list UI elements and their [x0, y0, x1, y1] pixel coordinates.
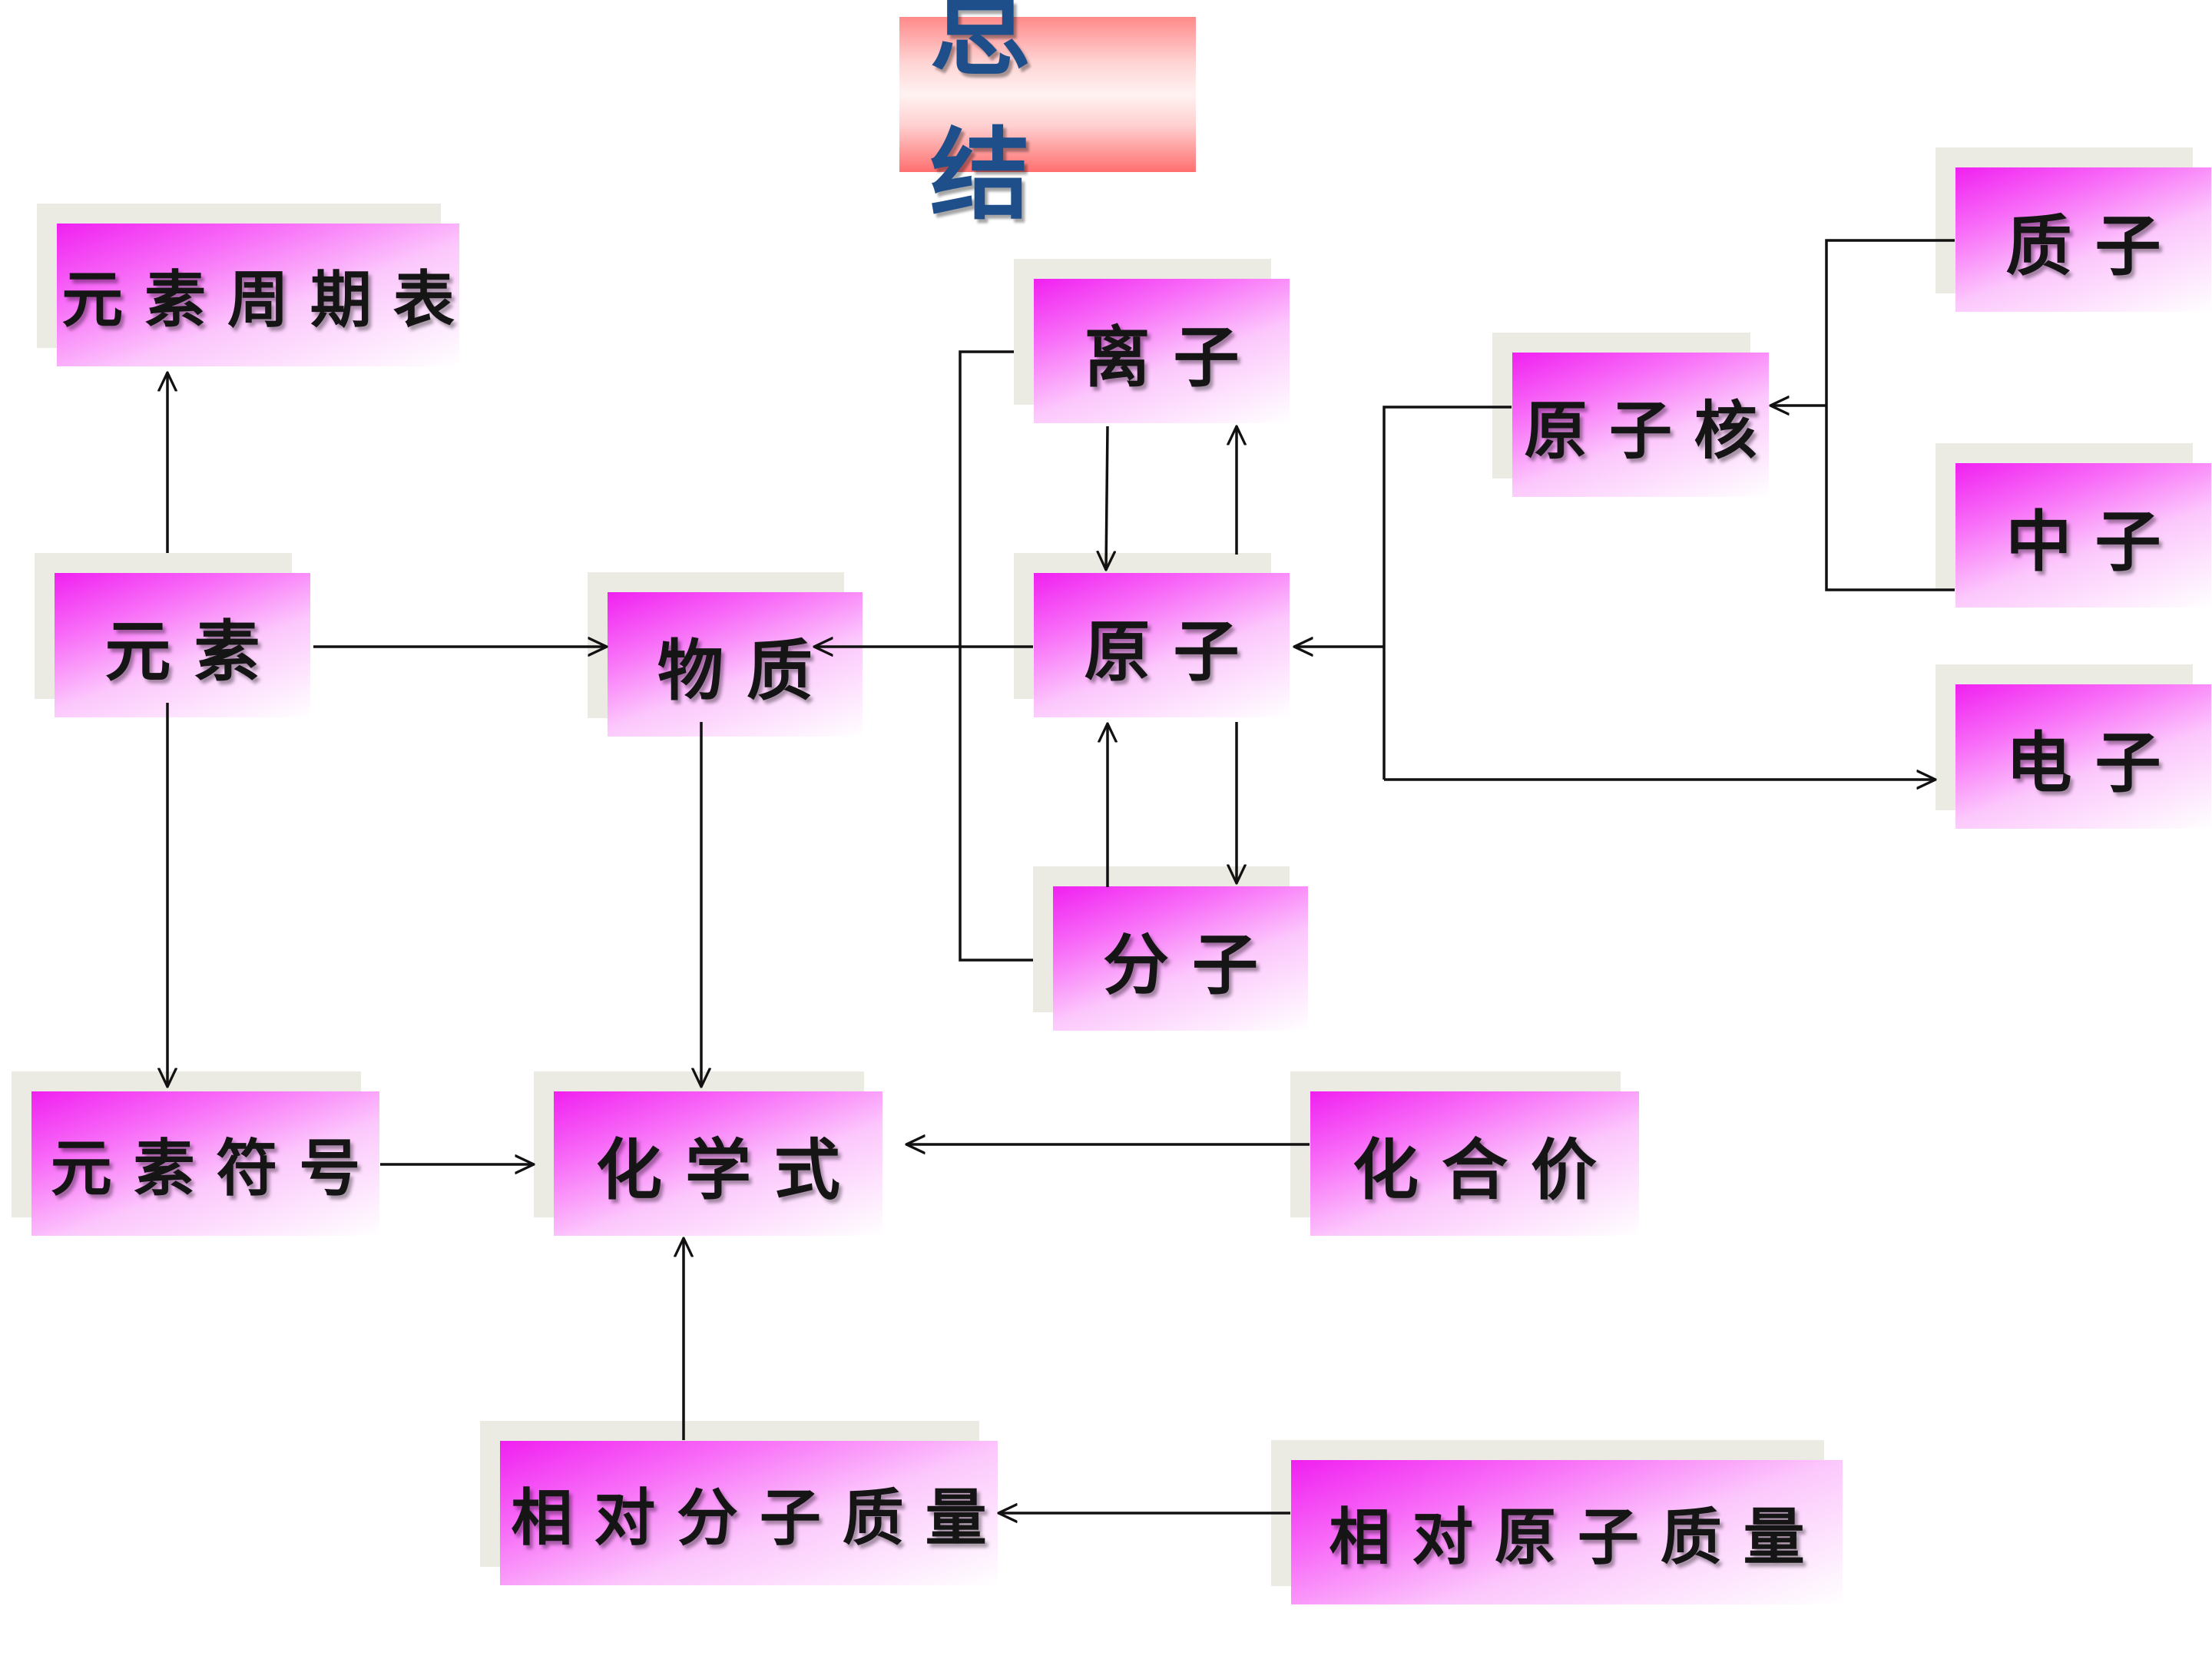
- node-label: 元 素: [104, 612, 260, 690]
- node-label: 中 子: [2005, 502, 2161, 581]
- node-fill: [1955, 167, 2211, 312]
- node-fill: [57, 224, 459, 366]
- node-atom: 原 子: [1014, 553, 1290, 717]
- node-fill: [1310, 1091, 1639, 1236]
- link-atom-structure-bracket: [1382, 406, 1512, 780]
- node-label: 原 子 核: [1524, 393, 1757, 468]
- node-fill: [1512, 353, 1769, 497]
- node-label: 质 子: [2005, 207, 2161, 285]
- node-label: 电 子: [2005, 724, 2161, 802]
- node-proton: 质 子: [1936, 147, 2211, 312]
- node-fill: [500, 1441, 998, 1585]
- node-rel-molecular-mass: 相 对 分 子 质 量: [480, 1421, 998, 1585]
- title-banner: 总 结: [899, 0, 1196, 233]
- node-nucleus: 原 子 核: [1492, 333, 1769, 497]
- node-neutron: 中 子: [1936, 443, 2211, 608]
- link-ion-molecule-substance: [959, 350, 1033, 962]
- node-fill: [55, 573, 310, 717]
- node-fill: [1034, 573, 1290, 717]
- node-ion: 离 子: [1014, 259, 1290, 423]
- node-label: 元 素 符 号: [50, 1132, 361, 1204]
- node-fill: [608, 592, 863, 737]
- node-label: 元 素 周 期 表: [61, 263, 455, 336]
- node-label: 离 子: [1084, 318, 1240, 396]
- node-label: 相 对 分 子 质 量: [511, 1482, 987, 1554]
- node-fill: [1291, 1460, 1843, 1604]
- node-electron: 电 子: [1936, 664, 2211, 829]
- node-label: 化 学 式: [596, 1131, 840, 1209]
- node-fill: [1955, 463, 2211, 608]
- arrow-ion-to-atom: [1106, 426, 1108, 570]
- node-molecule: 分 子: [1033, 866, 1308, 1031]
- node-element-symbol: 元 素 符 号: [12, 1071, 379, 1236]
- node-label: 化 合 价: [1353, 1131, 1597, 1209]
- node-substance: 物 质: [588, 572, 863, 737]
- node-fill: [1053, 886, 1308, 1031]
- link-proton-neutron-bracket: [1825, 239, 1955, 591]
- node-label: 相 对 原 子 质 量: [1329, 1501, 1805, 1573]
- node-valence: 化 合 价: [1290, 1071, 1639, 1236]
- node-label: 物 质: [657, 631, 813, 710]
- node-fill: [31, 1091, 379, 1236]
- node-periodic-table: 元 素 周 期 表: [37, 204, 459, 366]
- node-label: 原 子: [1084, 612, 1240, 690]
- node-element: 元 素: [35, 553, 310, 717]
- node-formula: 化 学 式: [534, 1071, 882, 1236]
- node-fill: [554, 1091, 882, 1236]
- node-fill: [1955, 684, 2211, 829]
- node-fill: [1034, 279, 1290, 423]
- page-title: 总 结: [930, 0, 1061, 233]
- node-rel-atomic-mass: 相 对 原 子 质 量: [1271, 1440, 1843, 1604]
- node-label: 分 子: [1103, 926, 1258, 1004]
